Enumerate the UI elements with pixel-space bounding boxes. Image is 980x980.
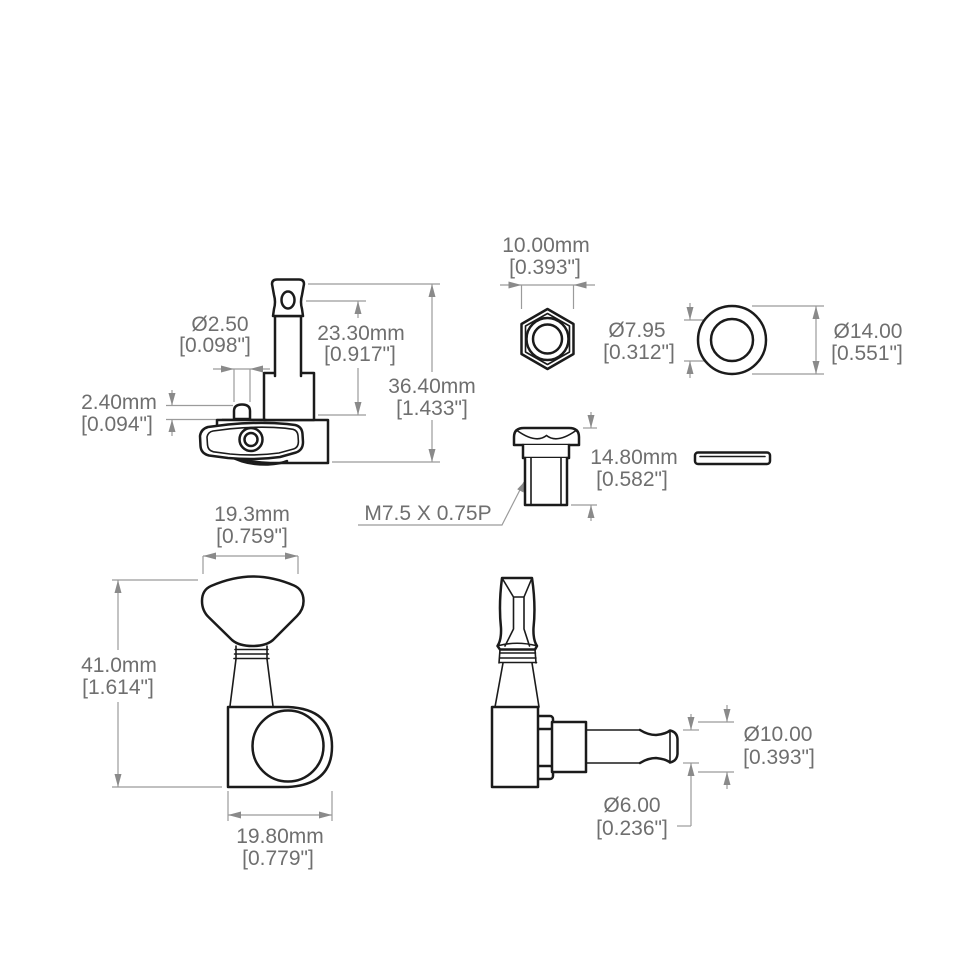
edge-view: Ø10.00 [0.393"] Ø6.00 [0.236"] xyxy=(490,576,815,840)
bushing-shank xyxy=(523,456,569,507)
arrowhead xyxy=(812,306,820,319)
dim-bushing-od-in-label: [0.393"] xyxy=(743,746,815,769)
dim-button-width-mm-label: 19.3mm xyxy=(214,503,290,526)
arrowhead xyxy=(812,361,820,374)
arrowhead xyxy=(285,552,298,560)
tuner-button-side xyxy=(200,575,305,648)
hex-nut-chamfer xyxy=(524,312,571,366)
dim-bushing-height-in-label: [0.582"] xyxy=(596,468,668,491)
button-collar xyxy=(233,645,270,660)
button-stem-edge xyxy=(494,662,540,708)
side-view-dimension-lines xyxy=(112,552,333,821)
dim-pin-height-mm-label: 2.40mm xyxy=(81,391,157,414)
nut-dimension-lines xyxy=(500,281,595,309)
dim-pin-height-in-label: [0.094"] xyxy=(81,413,153,436)
dim-bushing-od-mm-label: Ø10.00 xyxy=(744,723,813,746)
leader-line xyxy=(358,481,525,526)
dim-nut-hole-in-label: [0.312"] xyxy=(603,341,675,364)
dim-pin-dia-mm-label: Ø2.50 xyxy=(191,313,248,336)
dim-button-width-in-label: [0.759"] xyxy=(216,525,288,548)
arrowhead xyxy=(687,763,695,776)
arrowhead xyxy=(428,449,436,462)
dim-washer-od-in-label: [0.551"] xyxy=(831,342,903,365)
arrowhead xyxy=(686,361,694,374)
tuner-bushing-front xyxy=(262,371,316,422)
front-view: Ø2.50 [0.098"] 2.40mm [0.094"] 23.30mm [… xyxy=(81,278,476,466)
dim-nut-width-in-label: [0.393"] xyxy=(509,256,581,279)
arrowhead xyxy=(508,281,522,289)
string-hole xyxy=(280,290,296,310)
housing-cap-circle xyxy=(251,709,325,783)
housing-bottom-lip xyxy=(228,454,289,466)
arrowhead xyxy=(587,415,595,428)
dim-bushing-height-mm-label: 14.80mm xyxy=(590,446,678,469)
side-view: 19.3mm [0.759"] 41.0mm [1.614"] 19.80mm … xyxy=(81,503,334,870)
string-post-tip xyxy=(638,728,679,765)
dim-side-height-mm-label: 41.0mm xyxy=(81,654,157,677)
bushing-view: 14.80mm [0.582"] M7.5 X 0.75P xyxy=(358,412,772,526)
arrowhead xyxy=(687,717,695,730)
locator-pin xyxy=(232,403,252,421)
arrowhead xyxy=(723,772,731,785)
arrowhead xyxy=(354,301,362,314)
bushing-collar xyxy=(521,443,571,460)
arrowhead xyxy=(428,284,436,297)
dim-washer-od-mm-label: Ø14.00 xyxy=(834,320,903,343)
arrowhead xyxy=(686,307,694,320)
arrowhead xyxy=(319,811,332,819)
dim-side-height-in-label: [1.614"] xyxy=(82,676,154,699)
arrowhead xyxy=(723,709,731,722)
dim-post-dia-mm-label: Ø6.00 xyxy=(603,794,660,817)
arrowhead xyxy=(203,552,216,560)
arrowhead xyxy=(168,419,176,432)
tuner-button-edge xyxy=(496,576,539,651)
dim-housing-width-mm-label: 19.80mm xyxy=(236,825,324,848)
washer-hole xyxy=(709,317,755,363)
front-view-dimension-lines xyxy=(166,283,440,463)
dim-housing-width-in-label: [0.779"] xyxy=(242,847,314,870)
post-bushing xyxy=(550,720,588,774)
washer-side-view xyxy=(693,451,772,466)
arrowhead xyxy=(114,580,122,593)
arrowhead xyxy=(114,774,122,787)
string-post-edge xyxy=(585,729,641,764)
front-view-parts xyxy=(198,278,330,466)
dim-overall-height-mm-label: 36.40mm xyxy=(388,375,476,398)
dim-pin-dia-in-label: [0.098"] xyxy=(179,334,251,357)
hex-nut-view: 10.00mm [0.393"] xyxy=(500,234,595,371)
button-facet-lines xyxy=(498,577,537,647)
arrowhead xyxy=(221,365,234,373)
arrowhead xyxy=(228,811,241,819)
dim-post-height-in-label: [0.917"] xyxy=(324,343,396,366)
string-post-shaft xyxy=(273,314,303,378)
washer-view: Ø7.95 [0.312"] Ø14.00 [0.551"] xyxy=(603,303,903,378)
bushing-head-crown xyxy=(516,429,577,440)
housing-edge xyxy=(490,705,540,789)
button-collar-edge xyxy=(498,648,538,664)
cover-plate-inner-edge xyxy=(206,426,300,456)
cover-screw-hole xyxy=(243,431,259,448)
dim-nut-width-mm-label: 10.00mm xyxy=(502,234,590,257)
arrowhead xyxy=(168,393,176,406)
button-stem xyxy=(229,658,274,707)
nut-thread-inner xyxy=(531,323,564,355)
dim-overall-height-in-label: [1.433"] xyxy=(396,397,468,420)
arrowhead xyxy=(250,365,263,373)
dim-post-dia-in-label: [0.236"] xyxy=(596,817,668,840)
dim-post-height-mm-label: 23.30mm xyxy=(317,322,405,345)
thread-spec-label: M7.5 X 0.75P xyxy=(364,502,491,525)
arrowhead xyxy=(354,402,362,415)
edge-view-dimension-lines xyxy=(677,705,734,827)
arrowhead xyxy=(587,505,595,518)
arrowhead xyxy=(573,281,587,289)
dim-nut-hole-mm-label: Ø7.95 xyxy=(608,319,665,342)
